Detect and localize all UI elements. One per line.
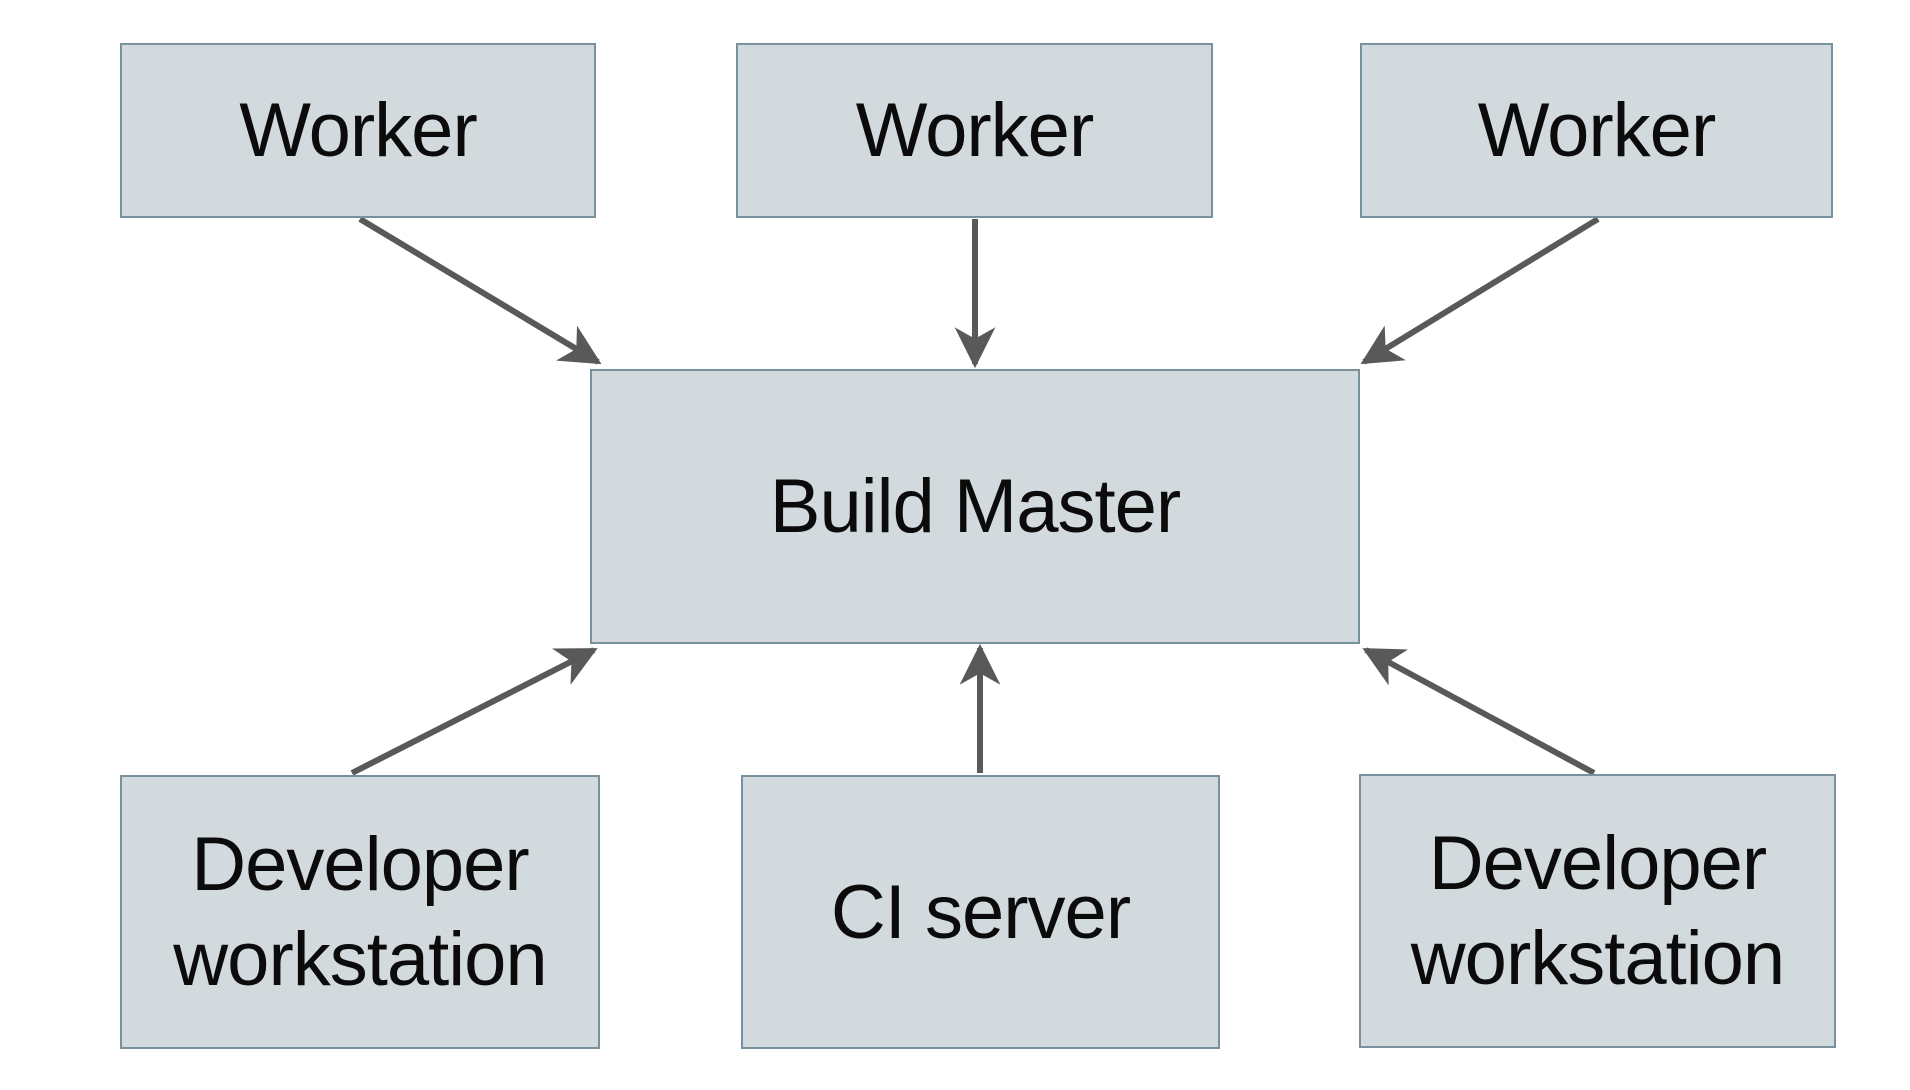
arrow-worker1-to-build-master (358, 216, 602, 365)
arrow-dev-right-to-build-master (1362, 647, 1596, 776)
node-worker-1: Worker (120, 43, 596, 218)
node-build-master: Build Master (590, 369, 1360, 644)
node-worker-3-label: Worker (1477, 88, 1717, 173)
node-worker-2-label: Worker (855, 88, 1095, 173)
node-worker-3: Worker (1360, 43, 1833, 218)
node-developer-workstation-left-label: Developer workstation (173, 822, 547, 1002)
arrow-worker3-to-build-master (1360, 216, 1600, 365)
node-developer-workstation-right-label: Developer workstation (1410, 821, 1785, 1001)
node-build-master-label: Build Master (769, 464, 1181, 549)
node-developer-workstation-right: Developer workstation (1359, 774, 1836, 1048)
arrow-dev-left-to-build-master (350, 647, 598, 776)
node-ci-server: CI server (741, 775, 1220, 1049)
node-worker-1-label: Worker (239, 88, 478, 173)
node-worker-2: Worker (736, 43, 1213, 218)
node-developer-workstation-left: Developer workstation (120, 775, 600, 1049)
node-ci-server-label: CI server (830, 869, 1131, 955)
